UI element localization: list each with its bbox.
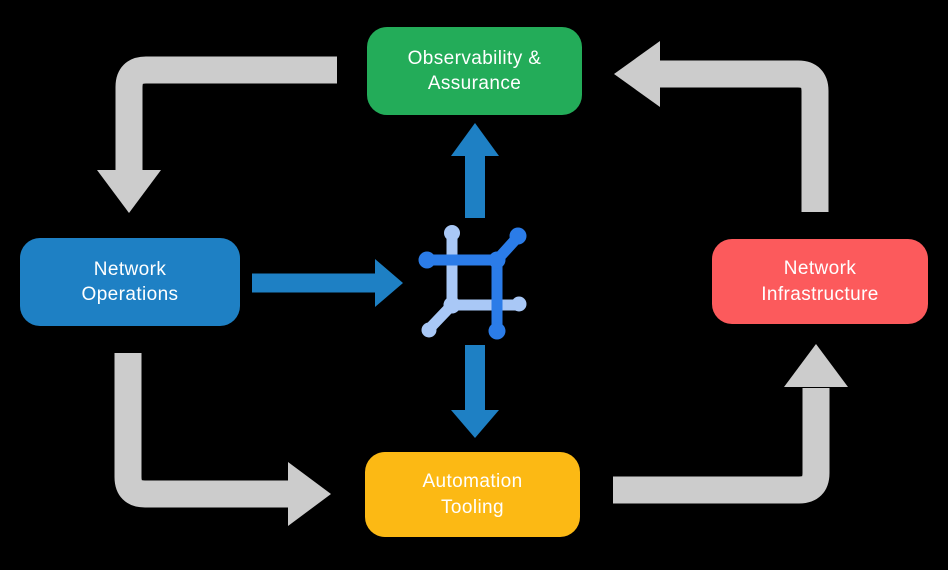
arrow-infrastructure-to-observability — [614, 41, 829, 212]
arrow-shaft — [613, 388, 830, 504]
arrowhead-down-icon — [97, 170, 161, 213]
node-observability-assurance: Observability & Assurance — [367, 27, 582, 115]
node-automation-tooling: Automation Tooling — [365, 452, 580, 537]
node-label-line1: Network — [783, 258, 857, 280]
arrow-observability-to-operations — [97, 56, 337, 213]
icon-topright-junction — [488, 251, 506, 269]
icon-bottom-node — [488, 322, 506, 340]
arrowhead-up-icon — [784, 344, 848, 387]
node-label-line2: Infrastructure — [761, 283, 879, 305]
node-network-operations: Network Operations — [20, 238, 240, 326]
node-label-line1: Network — [93, 258, 167, 280]
arrow-operations-to-automation — [114, 353, 331, 526]
node-network-infrastructure: Network Infrastructure — [712, 239, 928, 324]
arrowhead-down-icon — [451, 410, 499, 438]
arrowhead-left-icon — [614, 41, 660, 107]
icon-right-node — [511, 296, 527, 312]
arrow-shaft — [114, 353, 289, 508]
icon-topright-node — [509, 227, 527, 245]
arrow-automation-to-infrastructure — [613, 344, 848, 504]
icon-bottomleft-junction — [443, 296, 461, 314]
node-label-line2: Operations — [81, 284, 179, 305]
arrow-icon-to-automation — [451, 345, 499, 438]
icon-top-node — [444, 225, 460, 241]
icon-left-node — [418, 251, 436, 269]
node-label-line2: Tooling — [440, 496, 504, 518]
arrow-shaft — [115, 56, 337, 171]
node-label-line1: Automation — [422, 471, 523, 493]
arrowhead-right-icon — [288, 462, 331, 526]
arrowhead-right-icon — [375, 259, 403, 307]
arrow-shaft — [659, 60, 829, 212]
network-automation-icon — [418, 225, 527, 340]
icon-bottomleft-node — [421, 322, 437, 338]
node-label-line1: Observability & — [407, 47, 542, 69]
arrow-icon-to-observability — [451, 123, 499, 218]
arrow-operations-to-icon — [252, 259, 403, 307]
node-label-line2: Assurance — [427, 73, 522, 94]
arrowhead-up-icon — [451, 123, 499, 156]
